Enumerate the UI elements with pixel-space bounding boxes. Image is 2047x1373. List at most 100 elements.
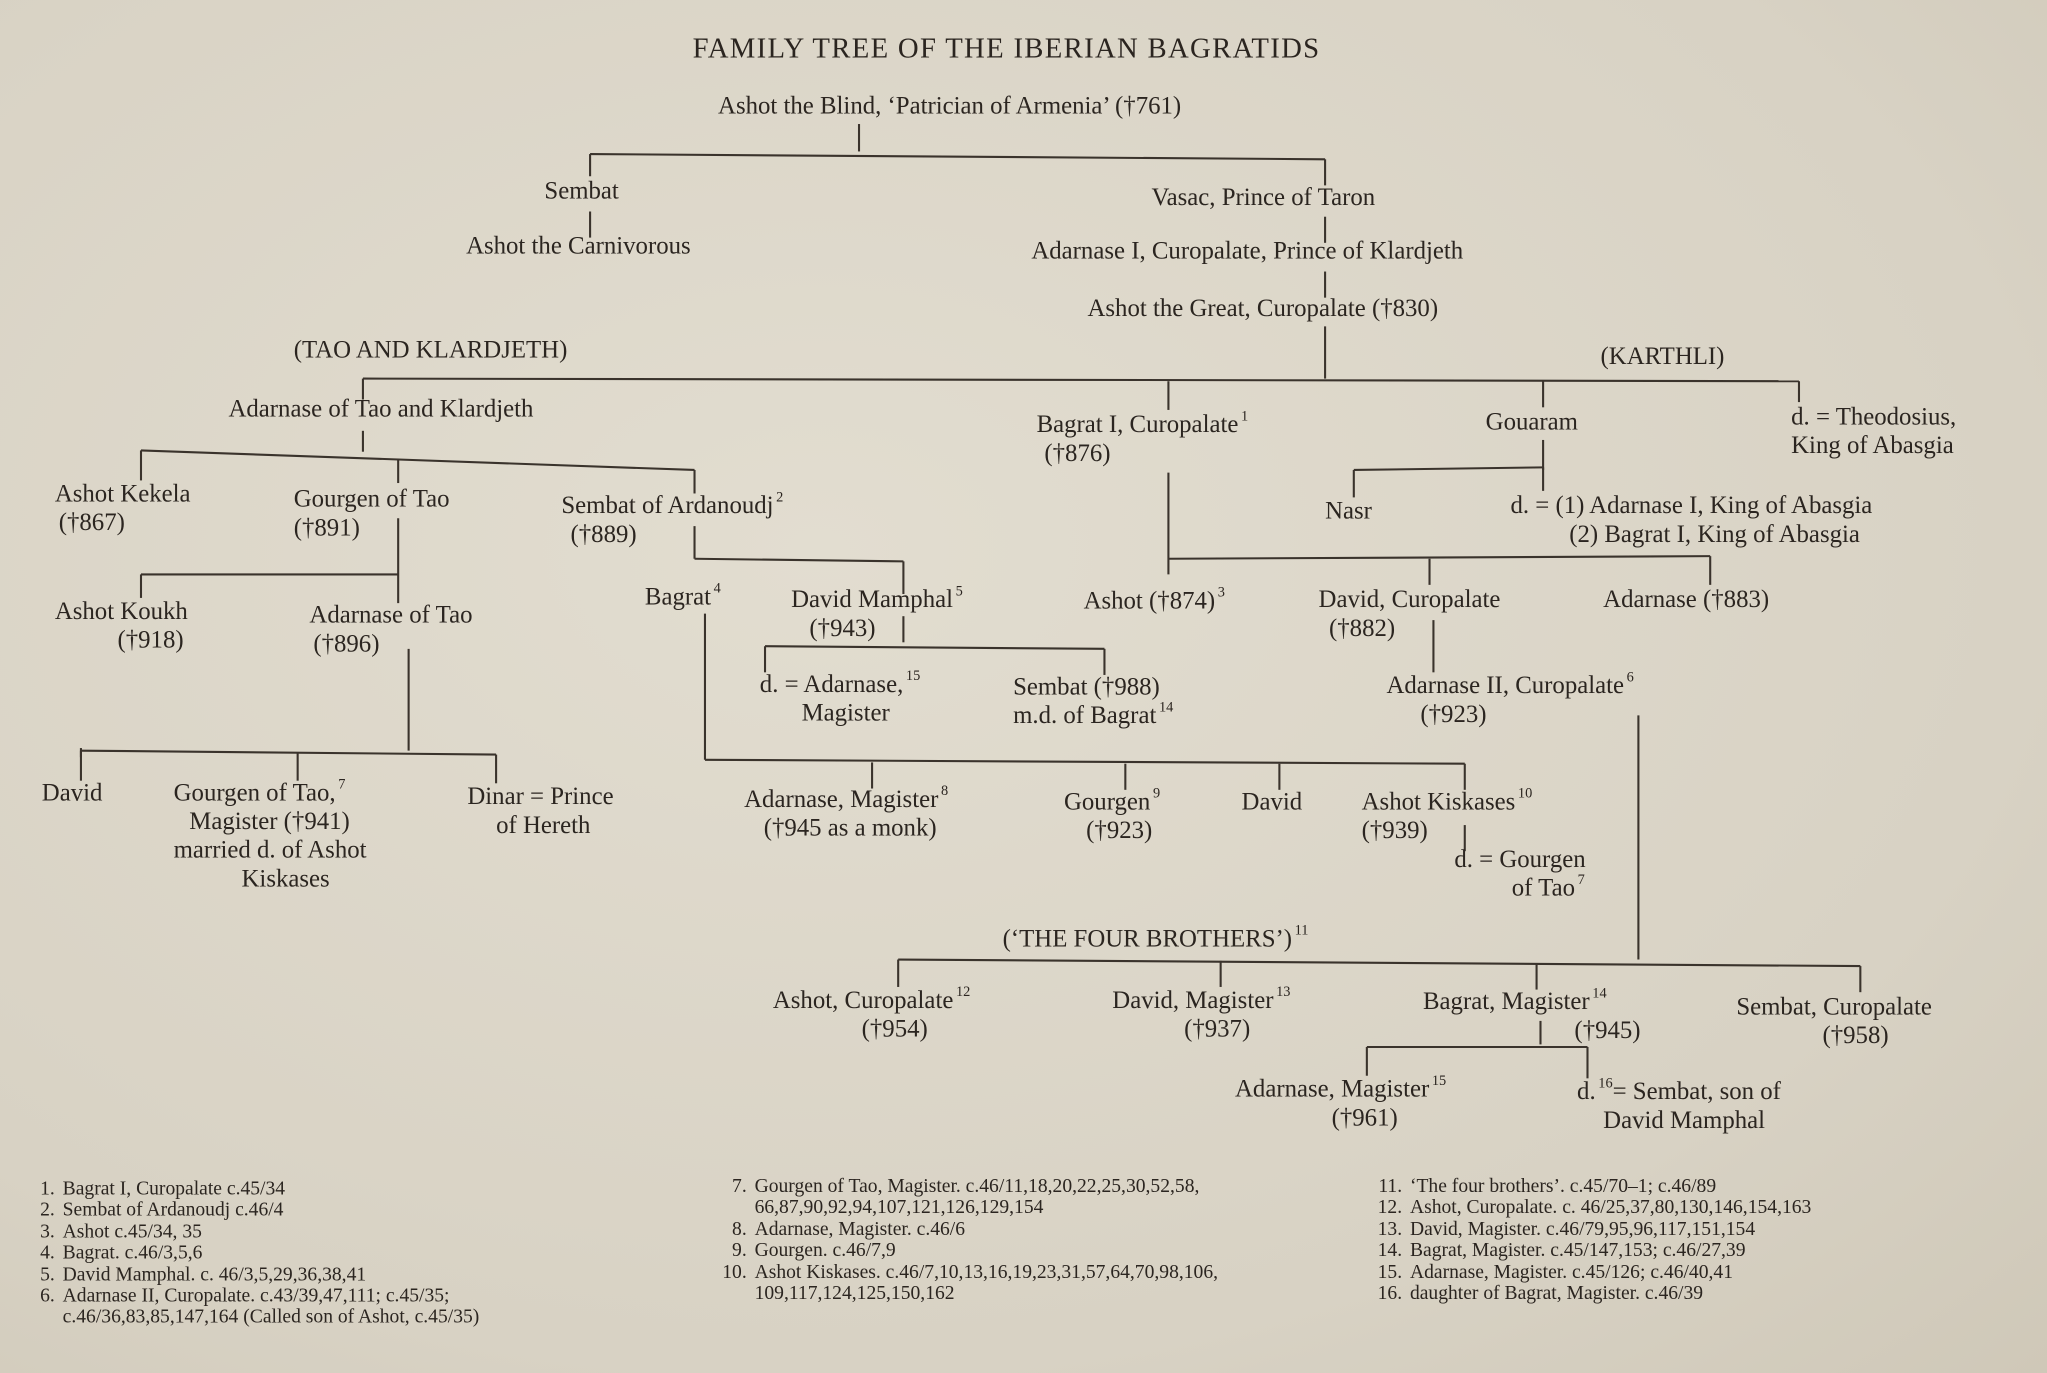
person-name-line: (KARTHLI): [1600, 343, 1725, 371]
person-name-line: David Mamphal: [791, 586, 954, 614]
person-name-line: Kiskases: [241, 865, 330, 893]
footnote-text: Gourgen. c.46/7,9: [754, 1240, 896, 1262]
person-name-line: (†876): [1044, 439, 1111, 468]
person-name-line: Dinar = Prince: [467, 783, 614, 811]
person-name-line: d. = Theodosius,: [1791, 403, 1957, 431]
lineage-connector: [1353, 466, 1544, 472]
person-ashot-carnivorous: Ashot the Carnivorous: [466, 232, 691, 261]
footnote-number: 14.: [1377, 1240, 1403, 1262]
lineage-connector: [898, 958, 1861, 968]
footnotes-column-2: 7.Gourgen of Tao, Magister. c.46/11,18,2…: [715, 1176, 1218, 1305]
person-name-line: Ashot, Curopalate: [772, 986, 954, 1015]
footnote-item: 13.David, Magister. c.46/79,95,96,117,15…: [1371, 1219, 1812, 1240]
person-name-line: Adarnase I, Curopalate, Prince of Klardj…: [1031, 237, 1464, 266]
person-four-brothers: (‘THE FOUR BROTHERS’)11: [1003, 924, 1309, 955]
footnote-item: 12.Ashot, Curopalate. c. 46/25,37,80,130…: [1371, 1198, 1812, 1219]
person-name-line: Bagrat: [644, 583, 712, 611]
footnote-number: 11.: [1378, 1176, 1403, 1198]
footnote-number: 3.: [40, 1221, 55, 1243]
footnote-text: Bagrat I, Curopalate c.45/34: [62, 1178, 286, 1200]
footnote-ref: 3: [1217, 584, 1225, 601]
footnote-text: ‘The four brothers’. c.45/70–1; c.46/89: [1409, 1176, 1717, 1198]
footnote-ref: 5: [955, 583, 963, 600]
person-name-line: Ashot the Blind, ‘Patrician of Armenia’ …: [718, 92, 1182, 121]
footnote-ref: 15: [1431, 1073, 1447, 1089]
person-name-line: Adarnase of Tao: [309, 601, 473, 630]
person-name-line: Gouaram: [1485, 408, 1578, 437]
footnote-item: 14.Bagrat, Magister. c.45/147,153; c.46/…: [1371, 1241, 1812, 1262]
person-name-line: Sembat of Ardanoudj: [561, 492, 774, 520]
footnote-text: Gourgen of Tao, Magister. c.46/11,18,20,…: [754, 1176, 1200, 1198]
footnote-text: daughter of Bagrat, Magister. c.46/39: [1409, 1283, 1704, 1305]
person-name-line: (†961): [1331, 1104, 1398, 1132]
person-name-line: (2) Bagrat I, King of Abasgia: [1569, 520, 1860, 549]
person-name-line: Gourgen: [1063, 788, 1151, 816]
footnote-text: Adarnase II, Curopalate. c.43/39,47,111;…: [62, 1285, 450, 1307]
footnote-ref: 9: [1152, 785, 1161, 802]
person-name-line: Ashot the Carnivorous: [466, 232, 691, 260]
person-name-line: Ashot (†874): [1083, 587, 1216, 615]
footnote-item: 2.Sembat of Ardanoudj c.46/4: [23, 1200, 479, 1221]
person-name-line: Ashot Kiskases: [1361, 788, 1516, 816]
lineage-connector: [694, 557, 904, 563]
lineage-connector: [1168, 555, 1711, 560]
person-name-line: Adarnase, Magister: [744, 785, 939, 814]
person-name-line: (†945): [1574, 1016, 1641, 1045]
person-name-line: Ashot Kekela: [54, 480, 191, 508]
person-sembat: Sembat: [544, 178, 618, 207]
footnote-ref: 1: [1241, 408, 1249, 425]
footnote-ref: 10: [1517, 785, 1533, 802]
footnote-number: 10.: [722, 1261, 747, 1283]
person-name-line: Gourgen of Tao,: [173, 779, 336, 807]
footnote-text: Adarnase, Magister. c.45/126; c.46/40,41: [1409, 1261, 1733, 1283]
footnote-item: 3. Ashot c.45/34, 35: [23, 1222, 479, 1243]
footnote-number: 8.: [732, 1219, 747, 1240]
person-name-line: (†943): [809, 614, 876, 643]
person-name-line: Ashot Koukh: [54, 597, 188, 626]
person-ashot-koukh: Ashot Koukh(†918): [55, 598, 188, 655]
person-name-line: = Sembat, son of: [1612, 1078, 1781, 1106]
footnote-item: 1. Bagrat I, Curopalate c.45/34: [23, 1179, 479, 1200]
footnote-item: 7.Gourgen of Tao, Magister. c.46/11,18,2…: [715, 1176, 1218, 1197]
footnote-number: 16.: [1377, 1283, 1403, 1305]
person-david-1: David: [42, 779, 103, 808]
page-title: FAMILY TREE OF THE IBERIAN BAGRATIDS: [692, 31, 1321, 64]
footnote-text: Ashot Kiskases. c.46/7,10,13,16,19,23,31…: [754, 1261, 1219, 1283]
footnote-ref: 7: [1577, 872, 1585, 888]
footnote-text: Ashot c.45/34, 35: [62, 1221, 202, 1243]
person-nasr: Nasr: [1325, 497, 1372, 526]
lineage-connector: [80, 749, 497, 756]
person-name-line: Adarnase (†883): [1603, 586, 1770, 614]
person-name-line: Nasr: [1325, 497, 1372, 525]
person-name-line: d.: [1577, 1078, 1596, 1106]
person-adarnase-883: Adarnase (†883): [1603, 586, 1769, 615]
person-name-line: King of Abasgia: [1791, 432, 1954, 460]
person-name-line: (†954): [861, 1015, 928, 1044]
footnote-number: 1.: [40, 1178, 55, 1200]
footnote-ref: 16: [1598, 1075, 1613, 1092]
footnote-number: 6.: [40, 1285, 55, 1307]
person-name-line: of Hereth: [496, 812, 591, 840]
person-name-line: (†882): [1328, 614, 1396, 643]
person-name-line: Bagrat, Magister: [1422, 988, 1590, 1016]
person-gouaram: Gouaram: [1486, 409, 1578, 438]
footnote-text-continued: c.46/36,83,85,147,164 (Called son of Ash…: [62, 1307, 480, 1329]
person-david-curopalate: David, Curopalate(†882): [1319, 586, 1501, 643]
footnote-item: 16. daughter of Bagrat, Magister. c.46/39: [1371, 1283, 1812, 1304]
person-name-line: Bagrat I, Curopalate: [1036, 411, 1239, 439]
person-gourgen-tao-891: Gourgen of Tao(†891): [294, 486, 450, 543]
footnote-item: 11. ‘The four brothers’. c.45/70–1; c.46/…: [1371, 1176, 1812, 1197]
person-name-line: (TAO AND KLARDJETH): [293, 336, 568, 365]
